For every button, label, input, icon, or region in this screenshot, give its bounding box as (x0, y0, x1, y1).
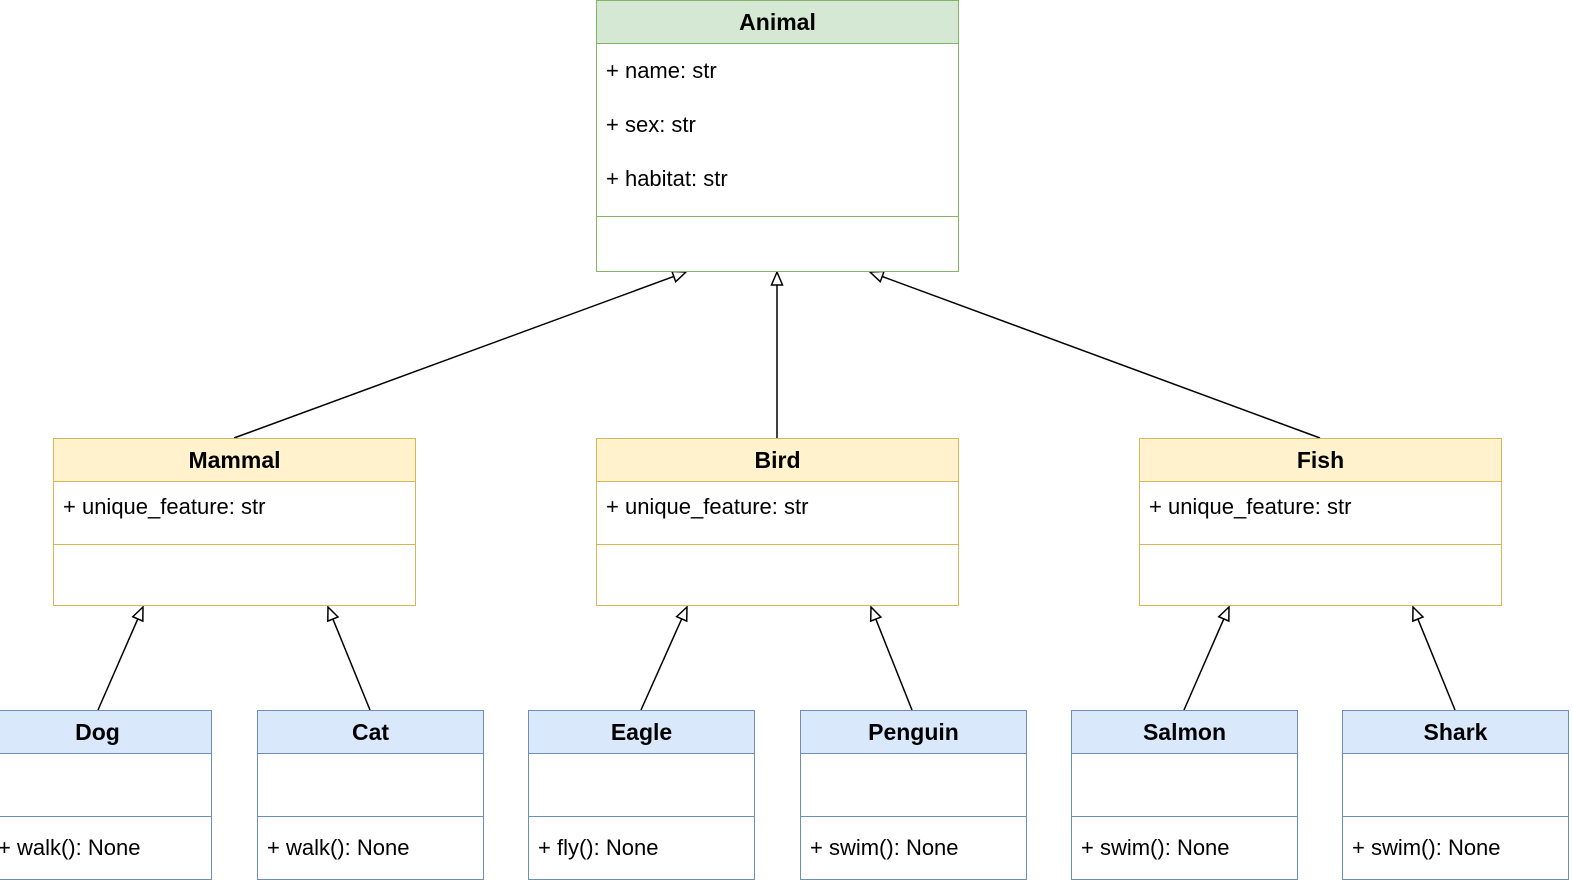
class-penguin-name: Penguin (801, 711, 1026, 754)
inheritance-line-mammal-animal (233, 275, 675, 439)
class-bird-name: Bird (597, 439, 958, 482)
class-shark-attributes (1343, 754, 1568, 816)
class-shark-name: Shark (1343, 711, 1568, 754)
attribute: + habitat: str (606, 166, 728, 191)
class-animal[interactable]: Animal + name: str + sex: str + habitat:… (596, 0, 959, 272)
inheritance-line-shark-fish (1417, 618, 1456, 711)
class-dog[interactable]: Dog + walk(): None (0, 710, 212, 880)
inheritance-arrowhead-mammal (670, 270, 688, 283)
class-cat-attributes (258, 754, 483, 816)
class-penguin-attributes (801, 754, 1026, 816)
method: + walk(): None (267, 835, 410, 860)
attribute: + sex: str (606, 112, 696, 137)
method: + fly(): None (538, 835, 659, 860)
class-mammal-methods (54, 544, 415, 605)
class-cat[interactable]: Cat + walk(): None (257, 710, 484, 880)
class-cat-methods: + walk(): None (258, 816, 483, 879)
class-bird-methods (597, 544, 958, 605)
class-animal-attributes: + name: str + sex: str + habitat: str (597, 44, 958, 216)
class-mammal-name: Mammal (54, 439, 415, 482)
class-dog-attributes (0, 754, 211, 816)
class-salmon-attributes (1072, 754, 1297, 816)
class-fish-methods (1140, 544, 1501, 605)
class-eagle[interactable]: Eagle + fly(): None (528, 710, 755, 880)
class-fish-attributes: + unique_feature: str (1140, 482, 1501, 544)
method: + walk(): None (0, 835, 141, 860)
inheritance-arrowhead-eagle (675, 605, 688, 623)
class-fish-name: Fish (1140, 439, 1501, 482)
method: + swim(): None (1352, 835, 1501, 860)
attribute: + unique_feature: str (63, 494, 266, 519)
inheritance-arrowhead-cat (327, 605, 340, 623)
method: + swim(): None (810, 835, 959, 860)
class-animal-name: Animal (597, 1, 958, 44)
inheritance-arrowhead-bird (770, 270, 784, 286)
class-bird[interactable]: Bird + unique_feature: str (596, 438, 959, 606)
class-salmon[interactable]: Salmon + swim(): None (1071, 710, 1298, 880)
inheritance-arrowhead-salmon (1217, 605, 1230, 623)
inheritance-line-penguin-bird (875, 618, 913, 711)
inheritance-arrowhead-dog (131, 605, 144, 623)
attribute: + unique_feature: str (1149, 494, 1352, 519)
method: + swim(): None (1081, 835, 1230, 860)
class-eagle-name: Eagle (529, 711, 754, 754)
class-mammal[interactable]: Mammal + unique_feature: str (53, 438, 416, 606)
inheritance-line-fish-animal (881, 275, 1321, 439)
class-shark[interactable]: Shark + swim(): None (1342, 710, 1569, 880)
class-bird-attributes: + unique_feature: str (597, 482, 958, 544)
inheritance-arrowhead-fish (868, 270, 886, 283)
inheritance-line-salmon-fish (1183, 618, 1225, 711)
class-dog-methods: + walk(): None (0, 816, 211, 879)
inheritance-arrowhead-penguin (869, 605, 883, 623)
class-shark-methods: + swim(): None (1343, 816, 1568, 879)
class-salmon-name: Salmon (1072, 711, 1297, 754)
inheritance-line-eagle-bird (640, 618, 683, 711)
class-eagle-methods: + fly(): None (529, 816, 754, 879)
class-penguin-methods: + swim(): None (801, 816, 1026, 879)
class-eagle-attributes (529, 754, 754, 816)
inheritance-line-dog-mammal (97, 618, 139, 711)
attribute: + name: str (606, 58, 717, 83)
class-salmon-methods: + swim(): None (1072, 816, 1297, 879)
inheritance-arrowhead-shark (1412, 605, 1425, 623)
class-dog-name: Dog (0, 711, 211, 754)
class-mammal-attributes: + unique_feature: str (54, 482, 415, 544)
class-fish[interactable]: Fish + unique_feature: str (1139, 438, 1502, 606)
class-animal-methods (597, 216, 958, 271)
inheritance-line-cat-mammal (332, 618, 371, 711)
class-cat-name: Cat (258, 711, 483, 754)
class-penguin[interactable]: Penguin + swim(): None (800, 710, 1027, 880)
attribute: + unique_feature: str (606, 494, 809, 519)
